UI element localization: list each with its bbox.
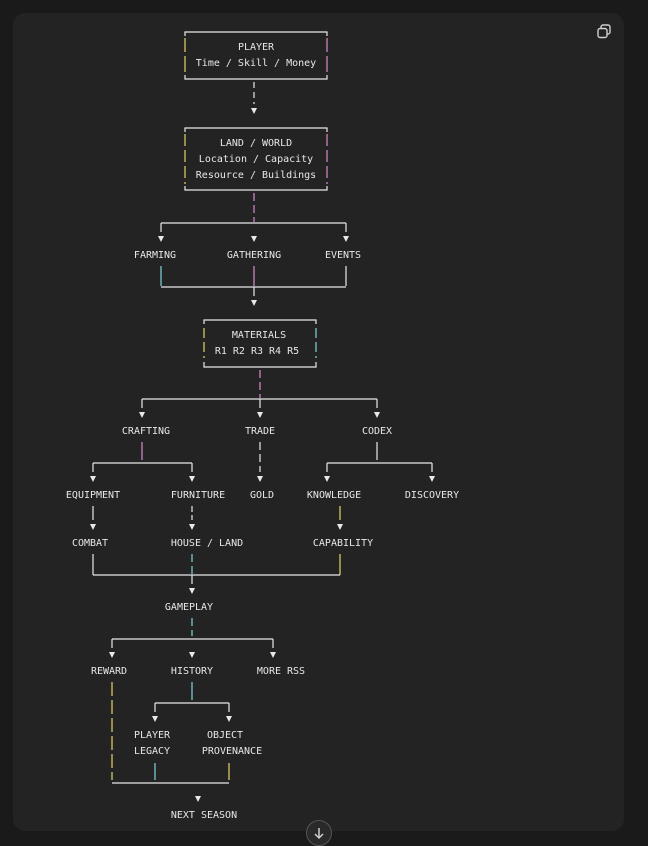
arrow-down-marker [324, 476, 330, 482]
arrow-down-marker [257, 412, 263, 418]
arrow-down-marker [189, 476, 195, 482]
node-next-season: NEXT SEASON [171, 810, 237, 821]
arrow-down-marker [189, 588, 195, 594]
land-subtitle-2: Resource / Buildings [196, 170, 316, 181]
arrow-down-marker [226, 716, 232, 722]
arrow-down-marker [152, 716, 158, 722]
arrow-down-marker [251, 108, 257, 114]
land-world-box [184, 127, 328, 191]
copy-icon [597, 24, 611, 39]
arrow-down-marker [90, 524, 96, 530]
node-object-provenance-line2: PROVENANCE [202, 746, 262, 757]
node-object-provenance-line1: OBJECT [207, 730, 243, 741]
node-equipment: EQUIPMENT [66, 490, 120, 501]
arrow-down-marker [257, 476, 263, 482]
player-title: PLAYER [238, 42, 275, 53]
arrow-down-icon [314, 828, 324, 840]
node-furniture: FURNITURE [171, 490, 225, 501]
arrow-down-marker [90, 476, 96, 482]
arrow-down-marker [343, 236, 349, 242]
node-reward: REWARD [91, 666, 127, 677]
node-crafting: CRAFTING [122, 426, 170, 437]
node-knowledge: KNOWLEDGE [307, 490, 361, 501]
copy-button[interactable] [594, 22, 614, 42]
arrow-down-marker [195, 796, 201, 802]
node-discovery: DISCOVERY [405, 490, 459, 501]
node-farming: FARMING [134, 250, 176, 261]
materials-title: MATERIALS [232, 330, 286, 341]
arrow-down-marker [139, 412, 145, 418]
node-house-land: HOUSE / LAND [171, 538, 243, 549]
arrow-down-marker [270, 652, 276, 658]
land-title: LAND / WORLD [220, 138, 292, 149]
node-player-legacy-line1: PLAYER [134, 730, 171, 741]
arrow-down-marker [429, 476, 435, 482]
arrow-down-marker [337, 524, 343, 530]
node-gameplay: GAMEPLAY [165, 602, 213, 613]
arrow-down-marker [158, 236, 164, 242]
materials-subtitle: R1 R2 R3 R4 R5 [215, 346, 299, 357]
node-codex: CODEX [362, 426, 392, 437]
code-block-card [13, 13, 624, 831]
arrow-down-marker [374, 412, 380, 418]
arrow-down-marker [189, 652, 195, 658]
scroll-down-button[interactable] [306, 820, 332, 846]
node-player-legacy-line2: LEGACY [134, 746, 170, 757]
arrow-down-marker [109, 652, 115, 658]
node-more-rss: MORE RSS [257, 666, 305, 677]
node-gold: GOLD [250, 490, 274, 501]
materials-box [203, 319, 317, 368]
node-capability: CAPABILITY [313, 538, 373, 549]
arrow-down-marker [251, 300, 257, 306]
player-box [184, 31, 328, 80]
node-history: HISTORY [171, 666, 213, 677]
land-subtitle-1: Location / Capacity [199, 154, 313, 165]
arrow-down-marker [189, 524, 195, 530]
arrow-down-marker [251, 236, 257, 242]
node-events: EVENTS [325, 250, 361, 261]
node-trade: TRADE [245, 426, 275, 437]
node-combat: COMBAT [72, 538, 108, 549]
node-gathering: GATHERING [227, 250, 281, 261]
player-subtitle: Time / Skill / Money [196, 58, 316, 69]
